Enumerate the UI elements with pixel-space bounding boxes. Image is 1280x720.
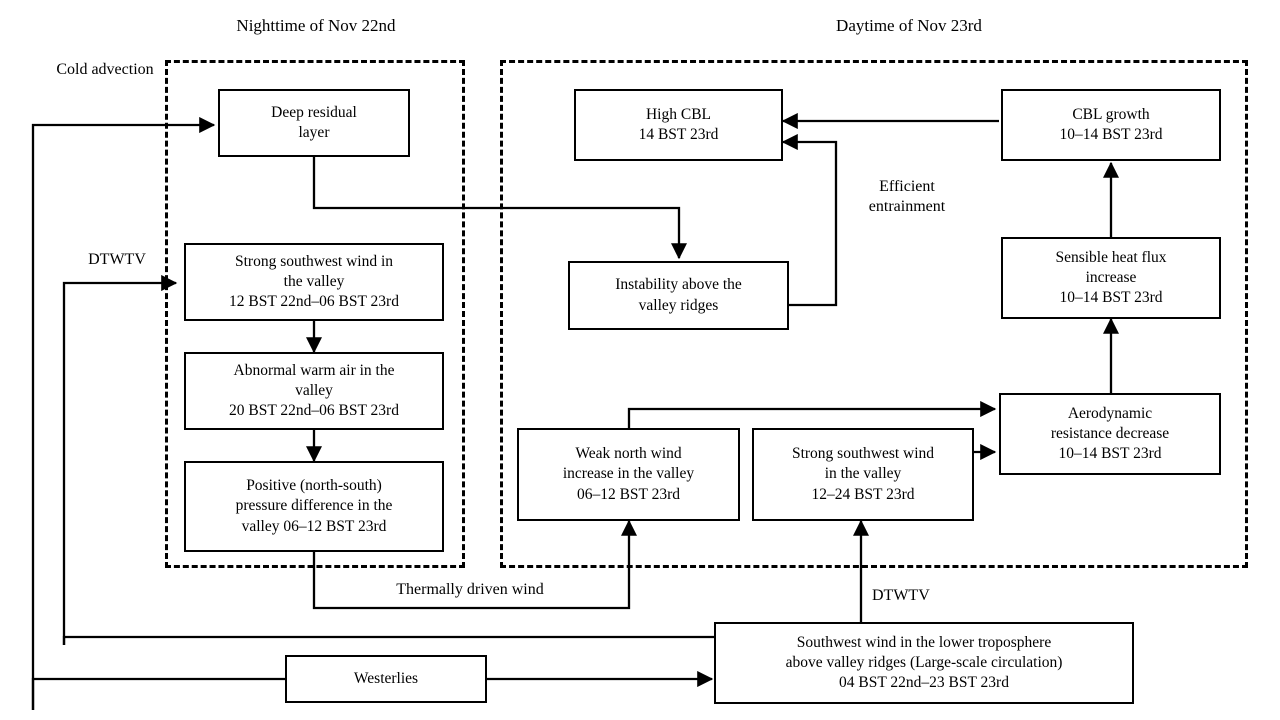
box-line: Sensible heat flux bbox=[1055, 248, 1167, 266]
box-line: in the valley bbox=[824, 465, 902, 483]
box-line: 10–14 BST 23rd bbox=[1058, 445, 1162, 463]
label-line: Efficient bbox=[879, 178, 935, 195]
box-line: 04 BST 22nd–23 BST 23rd bbox=[839, 674, 1009, 692]
edge-coldadvection-source bbox=[31, 677, 285, 710]
box-westerlies[interactable]: Westerlies bbox=[285, 655, 487, 703]
box-southwest-wind-lower-troposphere[interactable]: Southwest wind in the lower troposphere … bbox=[714, 622, 1134, 704]
box-line: resistance decrease bbox=[1050, 424, 1170, 442]
label-line: entrainment bbox=[868, 197, 946, 215]
box-line: Strong southwest wind in bbox=[234, 252, 394, 270]
box-line: 12 BST 22nd–06 BST 23rd bbox=[229, 293, 399, 311]
box-line: CBL growth bbox=[1072, 105, 1150, 123]
box-line: Southwest wind in the lower troposphere bbox=[796, 633, 1052, 651]
box-line: 10–14 BST 23rd bbox=[1059, 289, 1163, 307]
box-weak-north-wind-increase[interactable]: Weak north wind increase in the valley 0… bbox=[517, 428, 740, 521]
label-thermally-driven-wind: Thermally driven wind bbox=[396, 581, 544, 598]
box-abnormal-warm-air[interactable]: Abnormal warm air in the valley 20 BST 2… bbox=[184, 352, 444, 430]
edge-troposphere-to-dtwtv-left bbox=[62, 635, 716, 645]
box-line: layer bbox=[298, 124, 330, 141]
nighttime-region bbox=[165, 60, 465, 568]
box-line: valley 06–12 BST 23rd bbox=[241, 517, 387, 535]
box-line: 14 BST 23rd bbox=[638, 126, 719, 143]
box-line: the valley bbox=[283, 272, 345, 290]
edge-efficient-entrainment bbox=[781, 133, 838, 307]
edge-residual-to-instability bbox=[312, 157, 688, 260]
edge-cold-advection bbox=[31, 116, 216, 710]
box-deep-residual-layer[interactable]: Deep residual layer bbox=[218, 89, 410, 157]
label-dtwtv-left: DTWTV bbox=[88, 251, 146, 268]
box-line: High CBL bbox=[645, 105, 712, 123]
box-line: Weak north wind bbox=[575, 445, 682, 463]
box-line: valley bbox=[295, 381, 333, 399]
box-line: pressure difference in the bbox=[235, 497, 393, 515]
box-line: Positive (north-south) bbox=[246, 477, 382, 495]
box-aerodynamic-resistance-decrease[interactable]: Aerodynamic resistance decrease 10–14 BS… bbox=[999, 393, 1221, 475]
box-line: increase in the valley bbox=[562, 465, 695, 483]
box-line: Deep residual bbox=[271, 103, 357, 121]
nighttime-title: Nighttime of Nov 22nd bbox=[236, 16, 396, 35]
box-line: valley ridges bbox=[638, 296, 719, 314]
box-strong-southwest-wind-day[interactable]: Strong southwest wind in the valley 12–2… bbox=[752, 428, 974, 521]
box-strong-southwest-wind-night[interactable]: Strong southwest wind in the valley 12 B… bbox=[184, 243, 444, 321]
box-line: 10–14 BST 23rd bbox=[1059, 126, 1163, 143]
box-sensible-heat-flux-increase[interactable]: Sensible heat flux increase 10–14 BST 23… bbox=[1001, 237, 1221, 319]
box-line: 12–24 BST 23rd bbox=[811, 485, 915, 503]
label-line: Cold bbox=[56, 61, 88, 78]
box-cbl-growth[interactable]: CBL growth 10–14 BST 23rd bbox=[1001, 89, 1221, 161]
edge-thermally-driven-wind bbox=[312, 519, 638, 610]
label-cold-advection: Cold advection bbox=[40, 60, 170, 80]
label-dtwtv-bottom: DTWTV bbox=[872, 587, 930, 604]
box-line: above valley ridges (Large-scale circula… bbox=[785, 653, 1063, 671]
box-high-cbl[interactable]: High CBL 14 BST 23rd bbox=[574, 89, 783, 161]
daytime-region bbox=[500, 60, 1248, 568]
box-line: increase bbox=[1085, 268, 1137, 286]
box-line: Aerodynamic bbox=[1067, 404, 1153, 422]
daytime-title: Daytime of Nov 23rd bbox=[836, 16, 982, 35]
label-efficient-entrainment: Efficient entrainment bbox=[843, 177, 971, 216]
box-line: Abnormal warm air in the bbox=[233, 361, 395, 379]
box-line: Instability above the bbox=[615, 276, 742, 294]
box-instability-above-valley-ridges[interactable]: Instability above the valley ridges bbox=[568, 261, 789, 330]
edge-dtwtv-left bbox=[62, 274, 178, 645]
box-line: 20 BST 22nd–06 BST 23rd bbox=[229, 402, 399, 420]
box-line: 06–12 BST 23rd bbox=[576, 485, 681, 503]
label-line: advection bbox=[91, 61, 154, 78]
edge-weaknorth-to-aeroresist bbox=[627, 400, 997, 428]
box-line: Westerlies bbox=[353, 669, 419, 687]
box-line: Strong southwest wind bbox=[791, 445, 935, 463]
box-positive-pressure-difference[interactable]: Positive (north-south) pressure differen… bbox=[184, 461, 444, 552]
